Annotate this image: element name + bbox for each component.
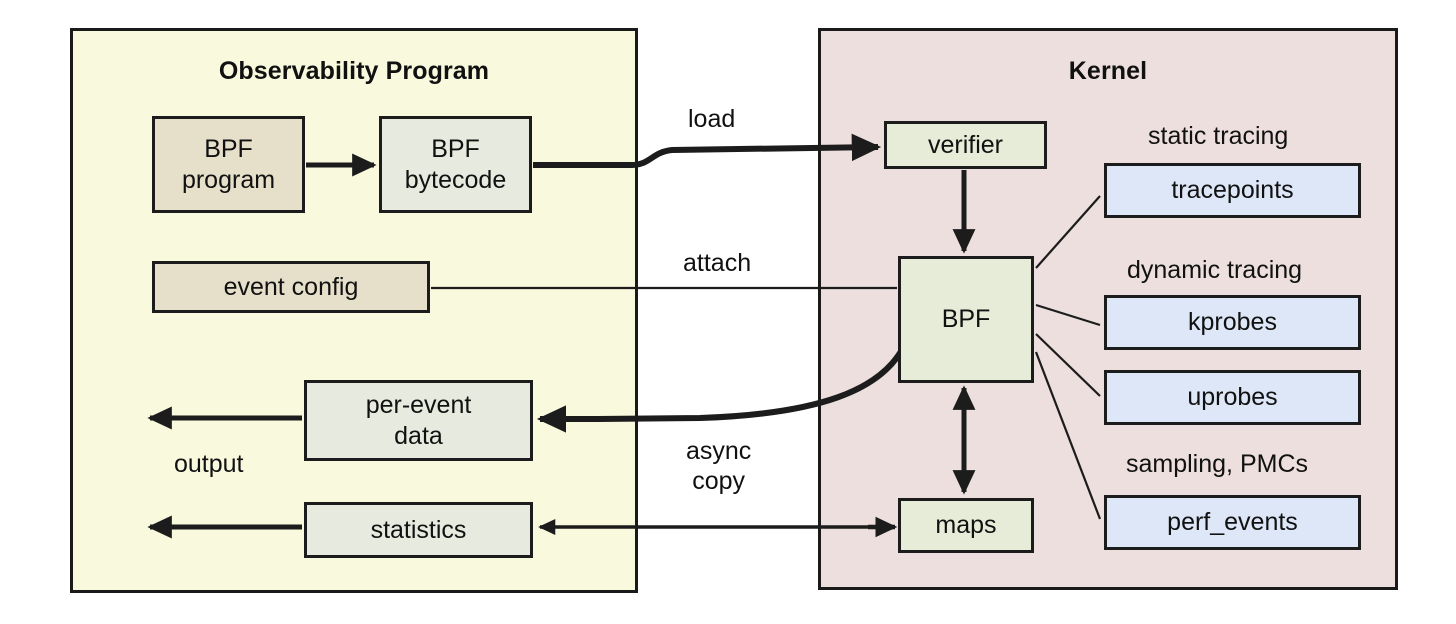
node-event-config-label: event config [223, 272, 359, 301]
node-bpf-bytecode: BPF bytecode [379, 116, 532, 213]
node-uprobes-label: uprobes [1187, 383, 1278, 412]
edge-label-async-copy: async copy [686, 437, 752, 495]
group-label-static-tracing: static tracing [1148, 122, 1289, 150]
node-uprobes: uprobes [1104, 370, 1361, 425]
group-label-sampling-pmcs: sampling, PMCs [1126, 450, 1308, 478]
edge-label-output: output [174, 450, 244, 478]
node-bpf-program: BPF program [152, 116, 305, 213]
panel-title-kernel: Kernel [1068, 57, 1148, 85]
node-per-event-data: per-event data [304, 380, 533, 461]
edge-label-attach: attach [683, 249, 752, 277]
node-per-event-data-label: per-event data [365, 391, 472, 450]
node-perf-events: perf_events [1104, 495, 1361, 550]
node-maps-label: maps [935, 511, 997, 540]
node-bpf: BPF [898, 256, 1034, 383]
node-maps: maps [898, 498, 1034, 553]
panel-title-observability: Observability Program [218, 57, 490, 85]
node-tracepoints-label: tracepoints [1171, 176, 1294, 205]
node-tracepoints: tracepoints [1104, 163, 1361, 218]
node-statistics-label: statistics [370, 515, 467, 544]
node-kprobes: kprobes [1104, 295, 1361, 350]
group-label-dynamic-tracing: dynamic tracing [1127, 256, 1303, 284]
node-statistics: statistics [304, 502, 533, 558]
node-bpf-label: BPF [941, 305, 991, 334]
node-verifier-label: verifier [927, 130, 1003, 159]
node-kprobes-label: kprobes [1188, 308, 1277, 337]
node-perf-events-label: perf_events [1167, 508, 1298, 537]
edge-label-load: load [688, 105, 736, 133]
node-bpf-bytecode-label: BPF bytecode [404, 135, 507, 194]
node-verifier: verifier [884, 121, 1047, 169]
node-bpf-program-label: BPF program [181, 135, 276, 194]
node-event-config: event config [152, 261, 430, 313]
